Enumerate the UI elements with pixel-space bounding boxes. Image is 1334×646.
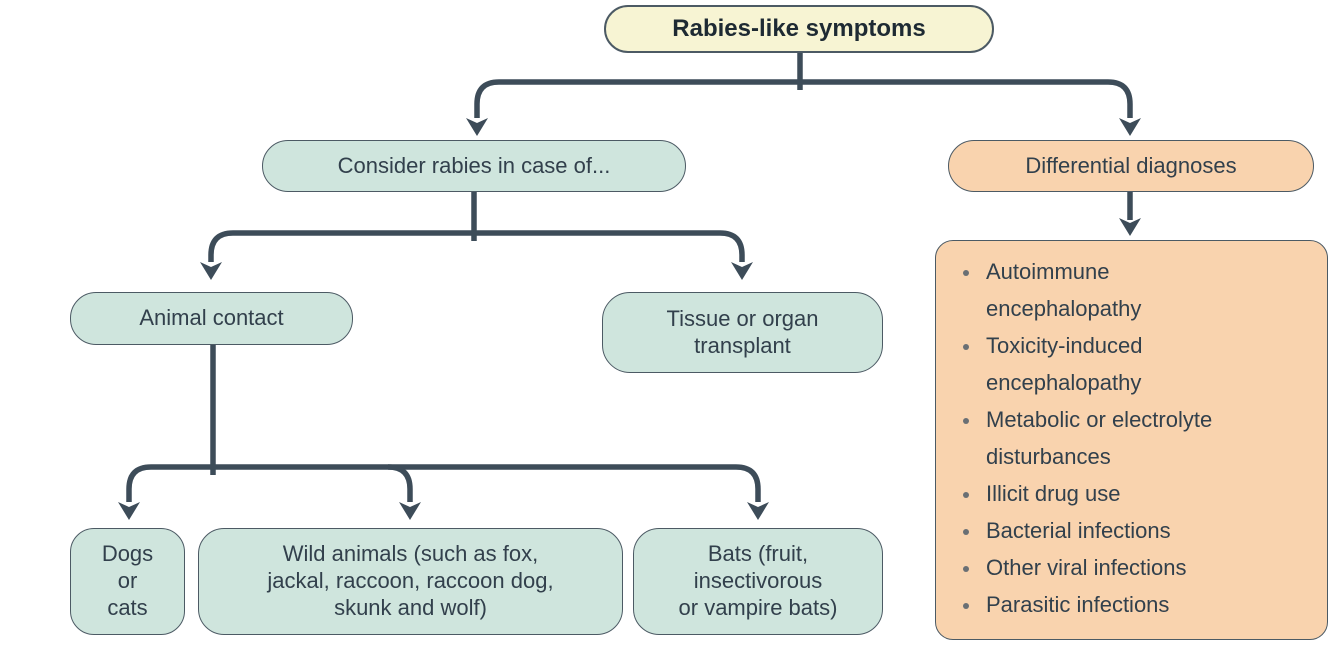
differential-diagnosis-item: Toxicity-induced encephalopathy (982, 327, 1313, 401)
node-bats: Bats (fruit, insectivorous or vampire ba… (633, 528, 883, 635)
node-bats-label: Bats (fruit, insectivorous or vampire ba… (678, 541, 838, 620)
differential-diagnosis-item: Illicit drug use (982, 475, 1313, 512)
node-animal-contact: Animal contact (70, 292, 353, 345)
arrowhead-animal-contact (200, 262, 222, 280)
arrowhead-dogs-cats (118, 502, 140, 520)
node-rabies-like-symptoms: Rabies-like symptoms (604, 5, 994, 53)
differential-diagnoses-list: Autoimmune encephalopathyToxicity-induce… (960, 253, 1313, 623)
connector-wild-drop (387, 464, 413, 502)
node-wild-animals: Wild animals (such as fox, jackal, racco… (198, 528, 623, 635)
connector-rail-1 (474, 79, 1133, 118)
node-wild-animals-label: Wild animals (such as fox, jackal, racco… (267, 541, 554, 620)
node-consider-rabies-label: Consider rabies in case of... (337, 152, 611, 178)
arrowhead-bats (747, 502, 769, 520)
arrowhead-wild-animals (399, 502, 421, 520)
node-dogs-or-cats-label: Dogs or cats (101, 541, 154, 620)
arrowhead-differential-list (1119, 218, 1141, 236)
node-animal-contact-label: Animal contact (139, 305, 284, 331)
differential-diagnosis-item: Other viral infections (982, 549, 1313, 586)
node-consider-rabies: Consider rabies in case of... (262, 140, 686, 192)
connector-rail-3 (126, 464, 761, 502)
node-tissue-organ-transplant: Tissue or organ transplant (602, 292, 883, 373)
node-rabies-like-symptoms-label: Rabies-like symptoms (672, 15, 926, 43)
arrowhead-differential (1119, 118, 1141, 136)
node-dogs-or-cats: Dogs or cats (70, 528, 185, 635)
node-differential-diagnoses-label: Differential diagnoses (1025, 152, 1237, 178)
node-tissue-organ-transplant-label: Tissue or organ transplant (666, 305, 819, 358)
node-differential-diagnoses: Differential diagnoses (948, 140, 1314, 192)
differential-diagnosis-item: Bacterial infections (982, 512, 1313, 549)
differential-diagnosis-item: Parasitic infections (982, 586, 1313, 623)
connector-rail-2 (208, 230, 745, 262)
differential-diagnosis-item: Autoimmune encephalopathy (982, 253, 1313, 327)
arrowhead-consider (466, 118, 488, 136)
arrowhead-tissue-transplant (731, 262, 753, 280)
differential-diagnosis-item: Metabolic or electrolyte disturbances (982, 401, 1313, 475)
differential-diagnoses-list-box: Autoimmune encephalopathyToxicity-induce… (935, 240, 1328, 640)
